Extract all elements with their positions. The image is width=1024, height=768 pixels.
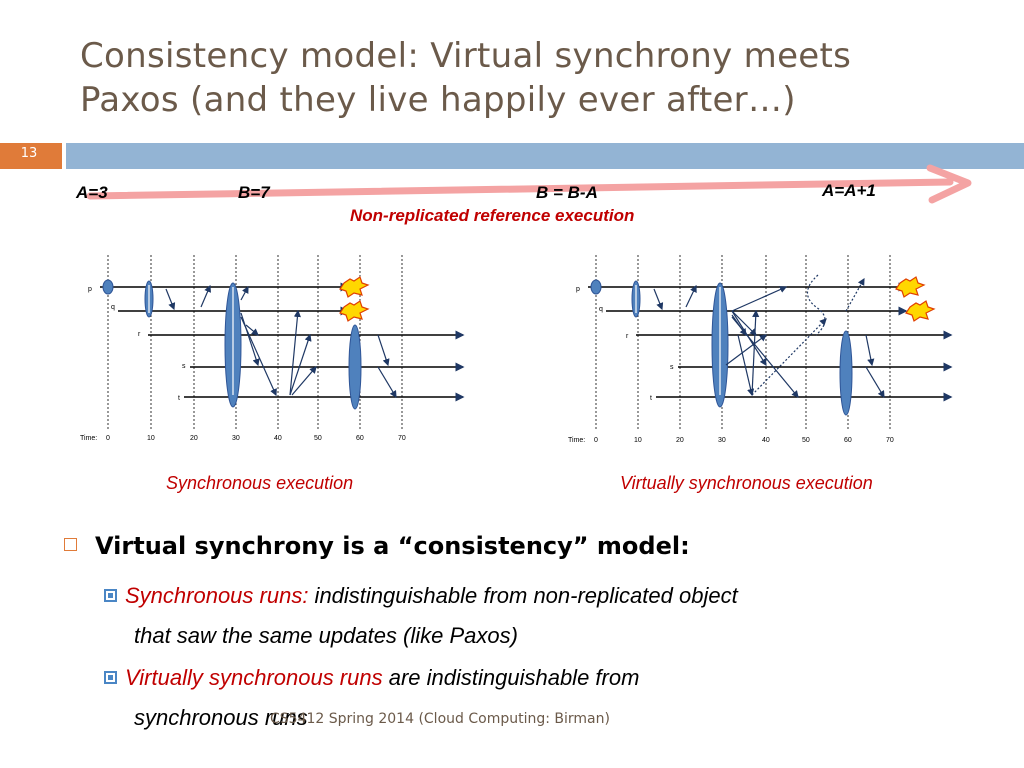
synchronous-execution-diagram: p q r s t Time: 0 10 20 30 40 50 60 70 [80, 255, 465, 442]
sub-bullet-icon [104, 588, 117, 602]
sub2-line-2: synchronous runs [134, 705, 308, 730]
svg-text:30: 30 [232, 435, 240, 442]
slide-footer: CS5412 Spring 2014 (Cloud Computing: Bir… [270, 711, 610, 727]
op-a-equals-a-plus-1: A=A+1 [822, 181, 876, 200]
header-divider-bar [66, 143, 1024, 169]
bullet-square-icon [64, 537, 77, 551]
reference-timeline-arrow [86, 164, 972, 204]
svg-text:r: r [138, 331, 141, 338]
svg-text:s: s [182, 363, 186, 370]
svg-text:q: q [599, 306, 603, 313]
svg-text:20: 20 [190, 435, 198, 442]
svg-text:60: 60 [844, 437, 852, 444]
svg-text:0: 0 [594, 437, 598, 444]
svg-text:0: 0 [106, 435, 110, 442]
svg-text:20: 20 [676, 437, 684, 444]
svg-text:50: 50 [314, 435, 322, 442]
svg-text:60: 60 [356, 435, 364, 442]
sub-bullet-synchronous: Synchronous runs: indistinguishable from… [104, 576, 984, 656]
svg-text:q: q [111, 304, 115, 311]
slide-number-bar [0, 143, 62, 169]
reference-execution-label: Non-replicated reference execution [350, 206, 635, 225]
svg-text:Time:: Time: [80, 435, 97, 442]
op-b-equals-7: B=7 [238, 183, 270, 202]
sub1-highlight: Synchronous runs: [125, 583, 309, 608]
svg-text:40: 40 [762, 437, 770, 444]
svg-text:p: p [576, 286, 580, 293]
sub-bullet-icon [104, 670, 117, 684]
sub-bullet-virtually-synchronous: Virtually synchronous runs are indisting… [104, 658, 984, 738]
svg-text:s: s [670, 364, 674, 371]
synchronous-execution-caption: Synchronous execution [166, 473, 354, 493]
slide-title: Consistency model: Virtual synchrony mee… [80, 34, 980, 122]
sub1-text: indistinguishable from non-replicated ob… [308, 583, 738, 608]
virtually-synchronous-execution-diagram: p q r s t Time: 0 10 20 30 40 50 60 70 [568, 255, 953, 444]
svg-text:70: 70 [398, 435, 406, 442]
sub2-text: are indistinguishable from [382, 665, 640, 690]
title-line-1: Consistency model: Virtual synchrony mee… [80, 36, 852, 76]
slide-number: 13 [20, 146, 38, 161]
svg-text:Time:: Time: [568, 437, 585, 444]
op-a-equals-3: A=3 [76, 183, 108, 202]
sub1-line-2: that saw the same updates (like Paxos) [134, 623, 518, 648]
svg-text:p: p [88, 286, 92, 293]
svg-text:t: t [178, 395, 180, 402]
op-b-equals-b-minus-a: B = B-A [536, 183, 598, 202]
virtually-synchronous-execution-caption: Virtually synchronous execution [620, 473, 873, 493]
svg-text:10: 10 [147, 435, 155, 442]
sub2-highlight: Virtually synchronous runs [125, 665, 383, 690]
title-line-2: Paxos (and they live happily ever after…… [80, 80, 796, 120]
svg-text:50: 50 [802, 437, 810, 444]
main-bullet-text: Virtual synchrony is a “consistency” mod… [95, 532, 690, 560]
main-bullet: Virtual synchrony is a “consistency” mod… [64, 532, 964, 560]
svg-text:r: r [626, 333, 629, 340]
svg-text:30: 30 [718, 437, 726, 444]
svg-text:70: 70 [886, 437, 894, 444]
svg-text:10: 10 [634, 437, 642, 444]
svg-text:t: t [650, 395, 652, 402]
svg-text:40: 40 [274, 435, 282, 442]
